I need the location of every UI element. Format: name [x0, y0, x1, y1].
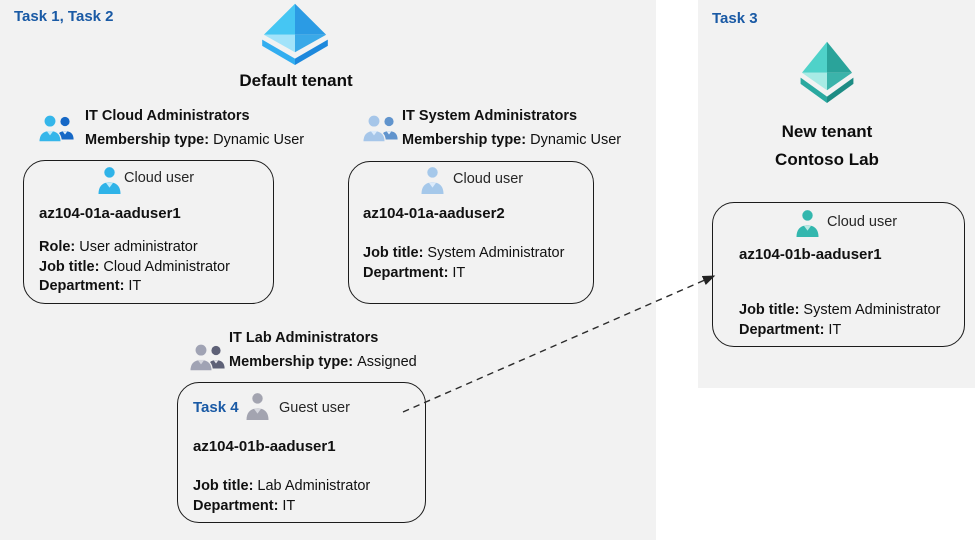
detail-role: Role:User administrator	[39, 239, 198, 255]
azure-ad-tenant-icon	[262, 3, 328, 65]
cloud-user-icon	[98, 167, 121, 194]
user-card-aaduser1: Cloud user az104-01a-aaduser1 Role:User …	[23, 160, 274, 304]
username: az104-01b-aaduser1	[739, 246, 882, 263]
task-4-label: Task 4	[193, 399, 239, 416]
new-tenant-panel: Task 3 New tenant Contoso Lab Cloud user…	[698, 0, 975, 388]
detail-job-title: Job title:System Administrator	[363, 245, 565, 261]
users-group-icon	[362, 114, 398, 143]
detail-department: Department:IT	[739, 321, 842, 338]
new-tenant-name-line2: Contoso Lab	[775, 150, 879, 169]
user-type-label: Cloud user	[827, 214, 898, 230]
user-details: Job title:Lab Administrator Department:I…	[193, 477, 370, 516]
user-card-aaduser2: Cloud user az104-01a-aaduser2 Job title:…	[348, 161, 594, 304]
detail-job-title: Job title:Cloud Administrator	[39, 258, 230, 275]
task-3-label: Task 3	[712, 10, 758, 27]
group-title-lab-admins: IT Lab Administrators	[229, 330, 379, 346]
guest-user-icon	[246, 393, 269, 420]
user-type-label: Cloud user	[453, 171, 524, 187]
group-title-cloud-admins: IT Cloud Administrators	[85, 108, 250, 124]
user-details: Job title:System Administrator Departmen…	[739, 301, 940, 340]
membership-type-label: Membership type:	[85, 132, 210, 148]
username: az104-01a-aaduser2	[363, 205, 505, 222]
membership-type-cloud-admins: Membership type:Dynamic User	[85, 132, 304, 148]
new-tenant-name-line1: New tenant	[781, 122, 873, 141]
user-details: Job title:System Administrator Departmen…	[363, 244, 564, 283]
user-type-label: Cloud user	[124, 170, 195, 186]
user-details: Role:User administrator Job title:Cloud …	[39, 238, 230, 297]
default-tenant-name: Default tenant	[239, 71, 353, 90]
azure-ad-tenant-icon	[800, 41, 854, 103]
default-tenant-panel: Task 1, Task 2 Default tenant IT Cloud A…	[0, 0, 656, 540]
membership-type-lab-admins: Membership type:Assigned	[229, 354, 417, 370]
membership-type-label: Membership type:	[229, 354, 354, 370]
users-group-icon	[189, 343, 225, 372]
detail-department: Department:IT	[193, 497, 296, 514]
detail-job-title: Job title:Lab Administrator	[193, 478, 371, 494]
membership-type-value: Assigned	[357, 354, 417, 370]
detail-department: Department:IT	[39, 278, 142, 294]
username: az104-01a-aaduser1	[39, 205, 181, 222]
user-card-new-tenant: Cloud user az104-01b-aaduser1 Job title:…	[712, 202, 965, 347]
membership-type-value: Dynamic User	[530, 132, 622, 148]
group-title-system-admins: IT System Administrators	[402, 108, 578, 124]
membership-type-value: Dynamic User	[213, 132, 305, 148]
membership-type-label: Membership type:	[402, 132, 527, 148]
users-group-icon	[38, 114, 74, 143]
guest-user-card: Task 4 Guest user az104-01b-aaduser1 Job…	[177, 382, 426, 523]
detail-job-title: Job title:System Administrator	[739, 302, 941, 318]
cloud-user-icon	[421, 167, 444, 194]
username: az104-01b-aaduser1	[193, 438, 336, 455]
membership-type-system-admins: Membership type:Dynamic User	[402, 132, 621, 148]
task-1-2-label: Task 1, Task 2	[14, 8, 114, 25]
cloud-user-icon	[796, 210, 819, 237]
user-type-label: Guest user	[279, 400, 350, 416]
detail-department: Department:IT	[363, 264, 466, 281]
